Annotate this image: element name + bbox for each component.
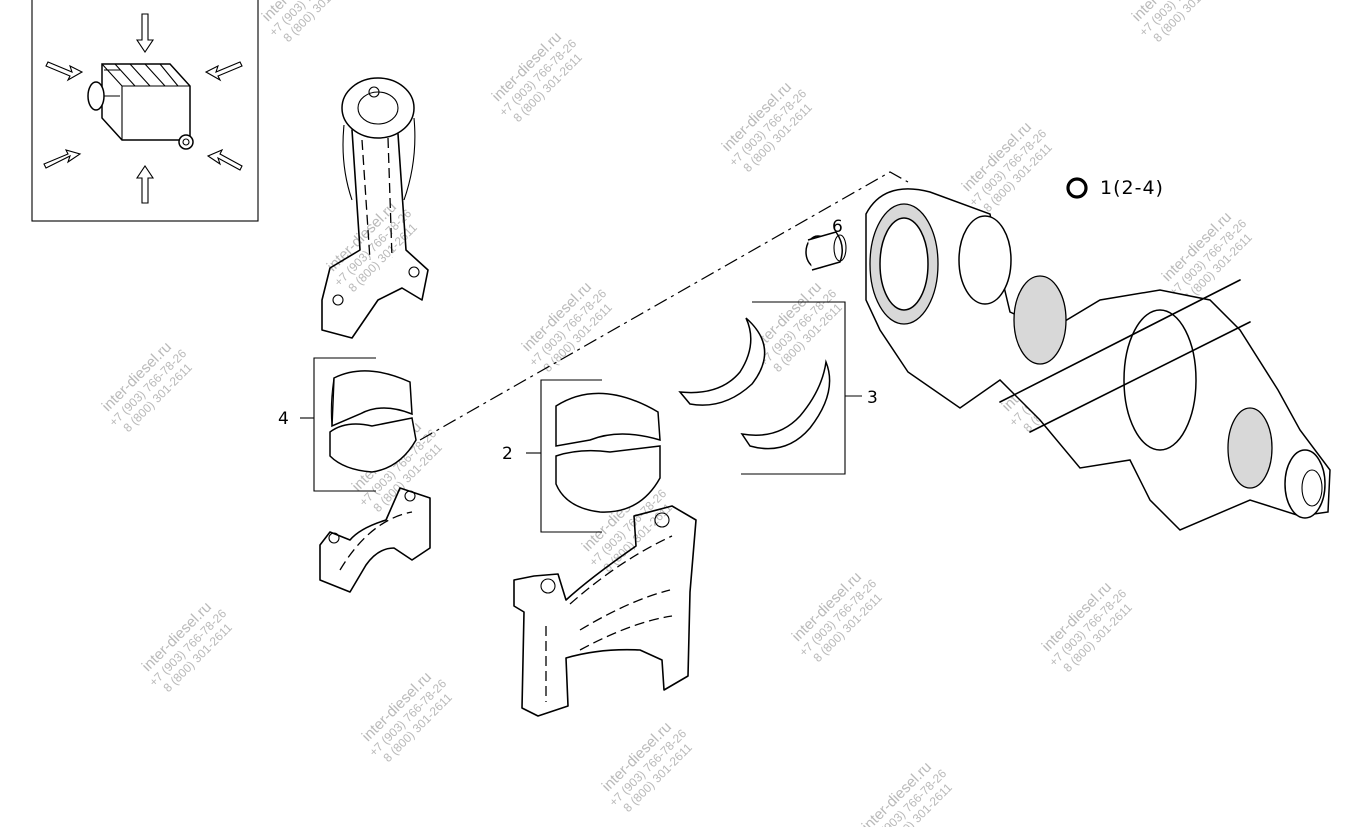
connecting-rod	[321, 77, 429, 339]
main-bearing-cap	[513, 505, 697, 717]
watermark-stamp: inter-diesel.ru+7 (903) 766-78-268 (800)…	[359, 669, 455, 765]
view-arrows-icon	[43, 13, 243, 204]
conrod-bearing-shells	[300, 357, 417, 492]
watermark-stamp: inter-diesel.ru+7 (903) 766-78-268 (800)…	[859, 759, 955, 827]
watermark-stamp: inter-diesel.ru+7 (903) 766-78-268 (800)…	[719, 79, 815, 175]
watermark-stamp: inter-diesel.ru+7 (903) 766-78-268 (800)…	[259, 0, 355, 45]
watermark-stamp: inter-diesel.ru+7 (903) 766-78-268 (800)…	[599, 719, 695, 815]
alignment-line	[419, 171, 909, 441]
engine-block-icon	[87, 63, 194, 150]
main-bearing-shells	[526, 379, 661, 533]
watermark-stamp: inter-diesel.ru+7 (903) 766-78-268 (800)…	[959, 119, 1055, 215]
watermark-stamp: inter-diesel.ru+7 (903) 766-78-268 (800)…	[324, 199, 420, 295]
thrust-washers	[678, 301, 862, 475]
callout-2: 2	[502, 444, 513, 464]
callout-3: 3	[867, 388, 878, 408]
watermark-stamp: inter-diesel.ru+7 (903) 766-78-268 (800)…	[139, 599, 235, 695]
callout-kit: 1(2-4)	[1100, 177, 1164, 199]
watermark-stamp: inter-diesel.ru+7 (903) 766-78-268 (800)…	[489, 29, 585, 125]
callout-4: 4	[278, 409, 289, 429]
watermark-stamp: inter-diesel.ru+7 (903) 766-78-268 (800)…	[1039, 579, 1135, 675]
watermark-stamp: inter-diesel.ru+7 (903) 766-78-268 (800)…	[1129, 0, 1225, 45]
kit-marker	[1066, 177, 1088, 199]
pilot-bushing	[805, 231, 847, 271]
watermark-stamp: inter-diesel.ru+7 (903) 766-78-268 (800)…	[789, 569, 885, 665]
watermark-stamp: inter-diesel.ru+7 (903) 766-78-268 (800)…	[519, 279, 615, 375]
callout-6: 6	[832, 217, 843, 237]
orientation-inset	[31, 0, 259, 222]
connecting-rod-cap	[319, 487, 431, 593]
watermark-stamp: inter-diesel.ru+7 (903) 766-78-268 (800)…	[99, 339, 195, 435]
crankshaft	[865, 188, 1331, 531]
